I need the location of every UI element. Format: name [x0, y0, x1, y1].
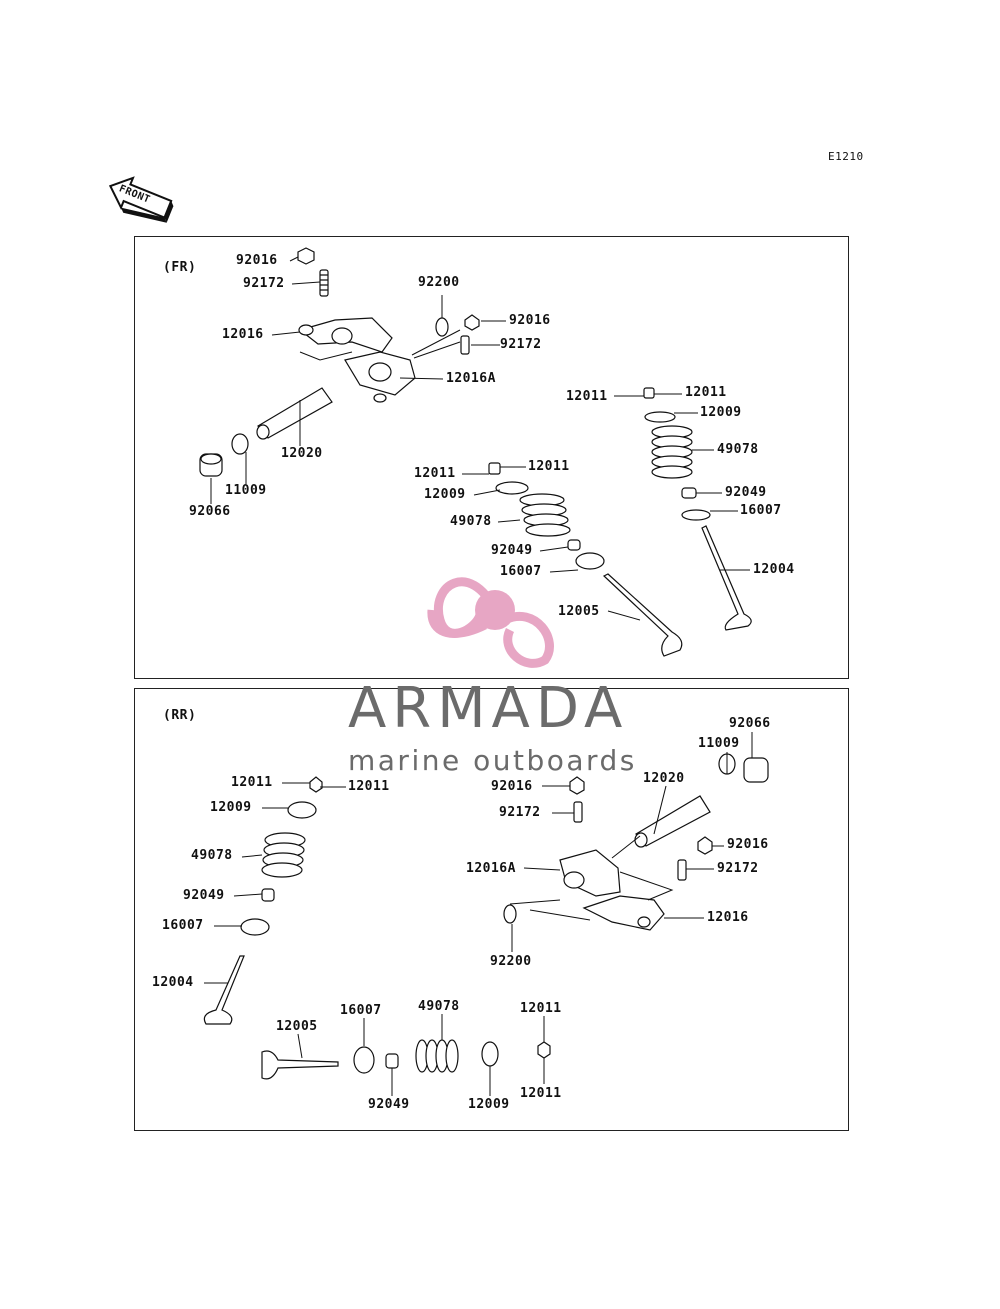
rr-label: 12016 [707, 910, 749, 925]
rr-label: 92200 [490, 954, 532, 969]
fr-valve-spring-icon [651, 425, 693, 479]
fr-label: 12016A [446, 371, 496, 386]
fr-valve-spring-2-icon [519, 493, 571, 537]
diagram-code: E1210 [828, 150, 864, 163]
rr-valve-spring-icon [261, 832, 306, 878]
rr-label: 16007 [162, 918, 204, 933]
rr-label: 49078 [418, 999, 460, 1014]
fr-label: 92049 [491, 543, 533, 558]
fr-label: 12016 [222, 327, 264, 342]
fr-title: (FR) [163, 260, 197, 275]
fr-label: 16007 [740, 503, 782, 518]
rr-nut-icon [569, 776, 585, 795]
fr-label: 49078 [717, 442, 759, 457]
fr-label: 92016 [236, 253, 278, 268]
rr-label: 12009 [468, 1097, 510, 1112]
rr-label: 12004 [152, 975, 194, 990]
rr-label: 16007 [340, 1003, 382, 1018]
fr-nut-icon [297, 247, 315, 265]
rr-label: 12020 [643, 771, 685, 786]
rr-washer-icon [503, 904, 517, 924]
fr-oring-icon [231, 433, 249, 455]
rr-label: 12016A [466, 861, 516, 876]
rr-label: 92049 [368, 1097, 410, 1112]
rr-label: 12009 [210, 800, 252, 815]
rr-label: 92172 [717, 861, 759, 876]
rr-label: 92049 [183, 888, 225, 903]
fr-label: 49078 [450, 514, 492, 529]
rr-retainer-icon [287, 801, 317, 819]
fr-retainer-icon [644, 411, 676, 423]
rr-label: 92172 [499, 805, 541, 820]
fr-intake-valve-icon [602, 573, 683, 657]
rr-label: 49078 [191, 848, 233, 863]
fr-label: 12009 [424, 487, 466, 502]
fr-label: 92016 [509, 313, 551, 328]
fr-exhaust-valve-icon [701, 525, 752, 631]
fr-adjuster-screw-icon [319, 269, 329, 297]
fr-label: 12011 [528, 459, 570, 474]
rr-label: 12011 [231, 775, 273, 790]
fr-label: 11009 [225, 483, 267, 498]
fr-label: 12004 [753, 562, 795, 577]
rr-title: (RR) [163, 708, 197, 723]
fr-label: 12020 [281, 446, 323, 461]
rr-label: 12011 [348, 779, 390, 794]
rr-plug-icon [743, 757, 769, 783]
fr-label: 92172 [500, 337, 542, 352]
rr-label: 12011 [520, 1001, 562, 1016]
fr-label: 12011 [685, 385, 727, 400]
rr-valve-spring-2-icon [415, 1039, 459, 1073]
fr-label: 92172 [243, 276, 285, 291]
fr-label: 92200 [418, 275, 460, 290]
fr-label: 92066 [189, 504, 231, 519]
rr-label: 92016 [727, 837, 769, 852]
watermark-tagline: marine outboards [348, 744, 637, 777]
fr-panel [134, 236, 849, 679]
rr-rocker-arm-icon [582, 895, 665, 931]
rr-panel [134, 688, 849, 1131]
rr-label: 11009 [698, 736, 740, 751]
fr-label: 92049 [725, 485, 767, 500]
rr-label: 12011 [520, 1086, 562, 1101]
watermark-brand: ARMADA [348, 676, 629, 741]
fr-washer-icon [435, 317, 449, 337]
rr-label: 12005 [276, 1019, 318, 1034]
rr-exhaust-valve-icon [203, 955, 245, 1025]
fr-label: 12009 [700, 405, 742, 420]
rr-label: 92066 [729, 716, 771, 731]
fr-label: 12011 [566, 389, 608, 404]
rr-intake-valve-icon [261, 1050, 339, 1080]
fr-label: 12011 [414, 466, 456, 481]
fr-label: 16007 [500, 564, 542, 579]
fr-label: 12005 [558, 604, 600, 619]
rr-label: 92016 [491, 779, 533, 794]
